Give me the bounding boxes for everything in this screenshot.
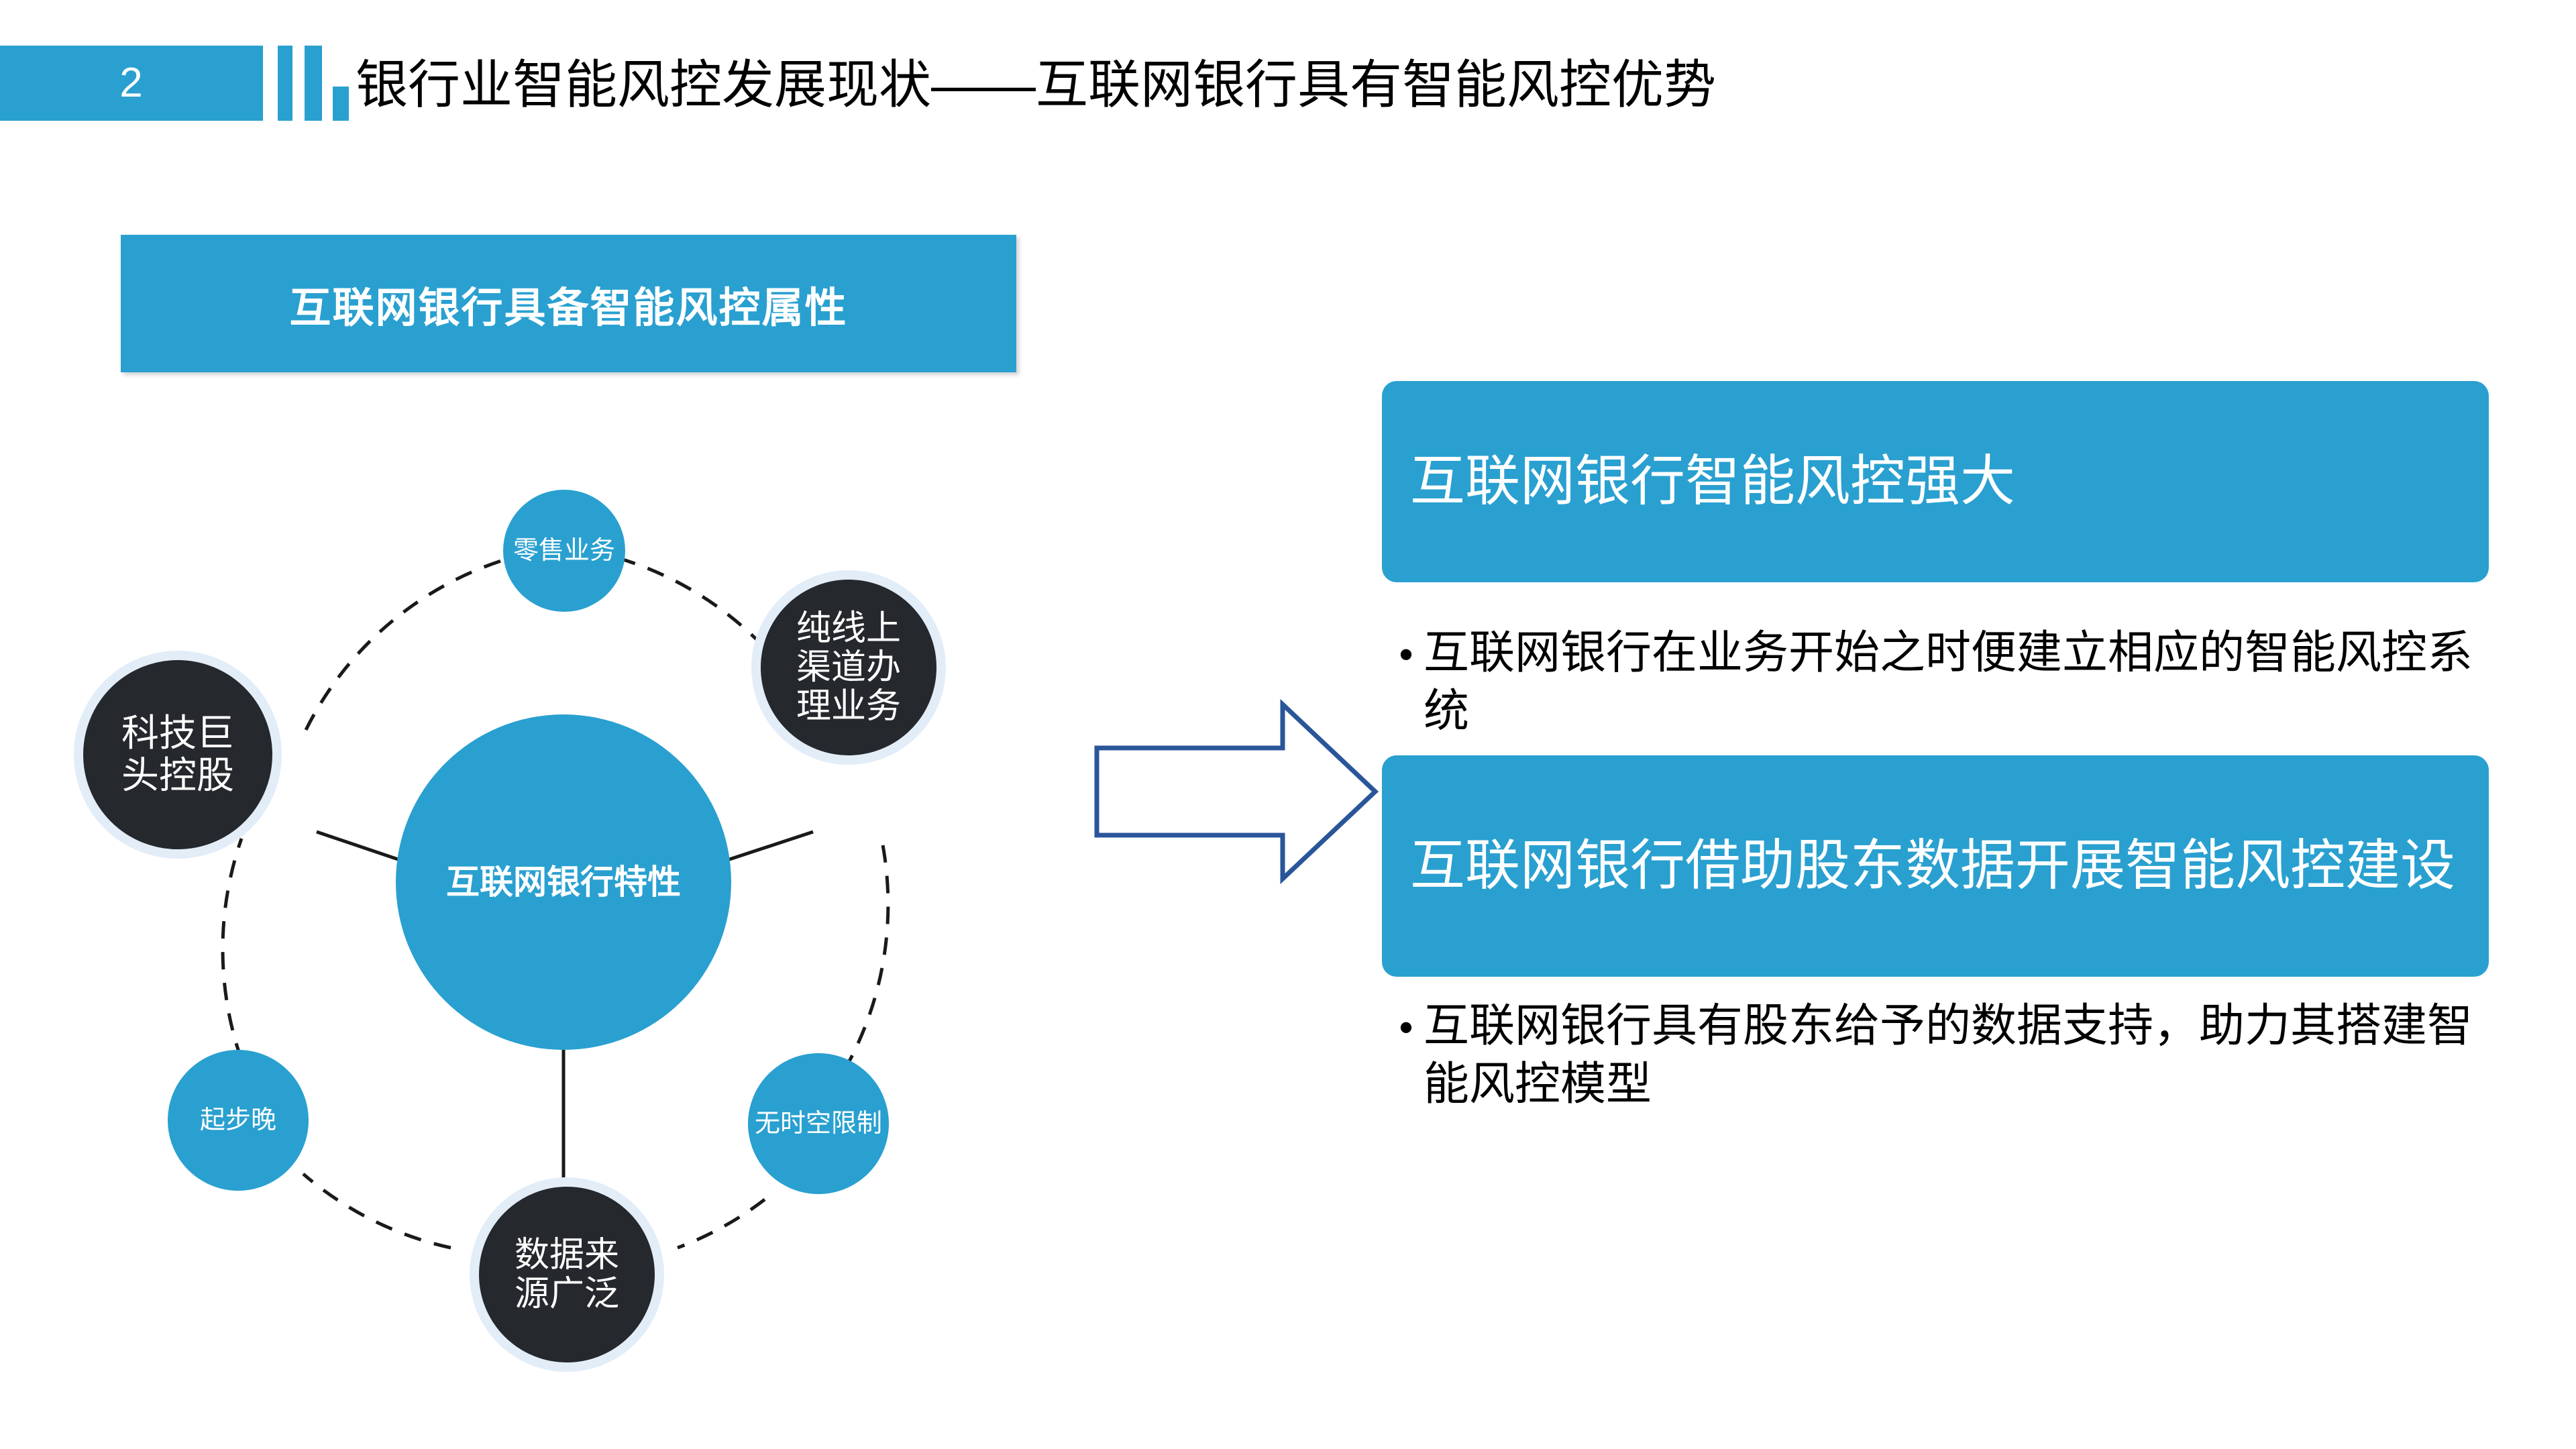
diagram-node-tech-giant[interactable]: 科技巨 头控股	[74, 651, 282, 859]
header-accent-bar-2	[305, 46, 322, 121]
circular-relationship-diagram: 互联网银行特性 零售业务 纯线上 渠道办 理业务 无时空限制 数据来 源广泛 起…	[40, 376, 1087, 1422]
left-banner-label: 互联网银行具备智能风控属性	[289, 284, 848, 331]
right-arrow-icon	[1094, 698, 1379, 885]
callout-box-2[interactable]: 互联网银行借助股东数据开展智能风控建设	[1382, 755, 2489, 977]
arc-bottomright-bottom	[677, 1198, 766, 1250]
diagram-node-label: 科技巨 头控股	[121, 712, 234, 796]
diagram-node-label: 纯线上 渠道办 理业务	[796, 608, 901, 727]
arc-topleft-top	[304, 556, 511, 731]
arc-bottom-bottomleft	[302, 1173, 451, 1250]
callout-heading-1: 互联网银行智能风控强大	[1410, 450, 2016, 512]
flow-arrow	[1093, 684, 1429, 899]
left-content-panel: 互联网银行具备智能风控属性	[0, 154, 1087, 1449]
diagram-center-label: 互联网银行特性	[446, 863, 681, 901]
arc-topright-bottomright	[837, 845, 890, 1081]
diagram-node-retail-business[interactable]: 零售业务	[503, 490, 625, 612]
diagram-node-label: 数据来 源广泛	[514, 1235, 619, 1313]
header-accent-bar-3	[333, 87, 349, 121]
right-content-panel: 互联网银行智能风控强大 • 互联网银行在业务开始之时便建立相应的智能风控系统 互…	[1382, 0, 2576, 1449]
page-title: 银行业智能风控发展现状——互联网银行具有智能风控优势	[356, 55, 1717, 114]
diagram-node-wide-data[interactable]: 数据来 源广泛	[470, 1177, 664, 1372]
bullet-text-1: 互联网银行在业务开始之时便建立相应的智能风控系统	[1424, 627, 2473, 737]
diagram-node-label: 起步晚	[199, 1106, 276, 1134]
arc-bottomleft-topleft	[221, 838, 244, 1061]
diagram-node-label: 无时空限制	[754, 1109, 882, 1138]
bullet-marker-icon: •	[1399, 1005, 1413, 1050]
bullet-text-2: 互联网银行具有股东给予的数据支持，助力其搭建智能风控模型	[1424, 1000, 2473, 1110]
diagram-center-node[interactable]: 互联网银行特性	[396, 714, 731, 1050]
slide-header: 2 银行业智能风控发展现状——互联网银行具有智能风控优势	[0, 0, 2576, 154]
diagram-node-no-time-space[interactable]: 无时空限制	[748, 1053, 889, 1194]
arc-top-topright	[618, 556, 824, 731]
callout-heading-2: 互联网银行借助股东数据开展智能风控建设	[1410, 835, 2456, 896]
bullet-marker-icon: •	[1399, 632, 1413, 677]
diagram-node-label: 零售业务	[513, 536, 615, 565]
bullet-item-1: • 互联网银行在业务开始之时便建立相应的智能风控系统	[1389, 624, 2502, 741]
left-banner: 互联网银行具备智能风控属性	[121, 235, 1016, 372]
page-number-badge: 2	[0, 46, 263, 121]
page-number-label: 2	[119, 60, 144, 106]
callout-box-1[interactable]: 互联网银行智能风控强大	[1382, 381, 2489, 582]
bullet-item-2: • 互联网银行具有股东给予的数据支持，助力其搭建智能风控模型	[1389, 997, 2502, 1114]
diagram-node-late-start[interactable]: 起步晚	[168, 1050, 309, 1191]
header-accent-bar-1	[278, 46, 292, 121]
diagram-node-pure-online[interactable]: 纯线上 渠道办 理业务	[751, 570, 946, 765]
